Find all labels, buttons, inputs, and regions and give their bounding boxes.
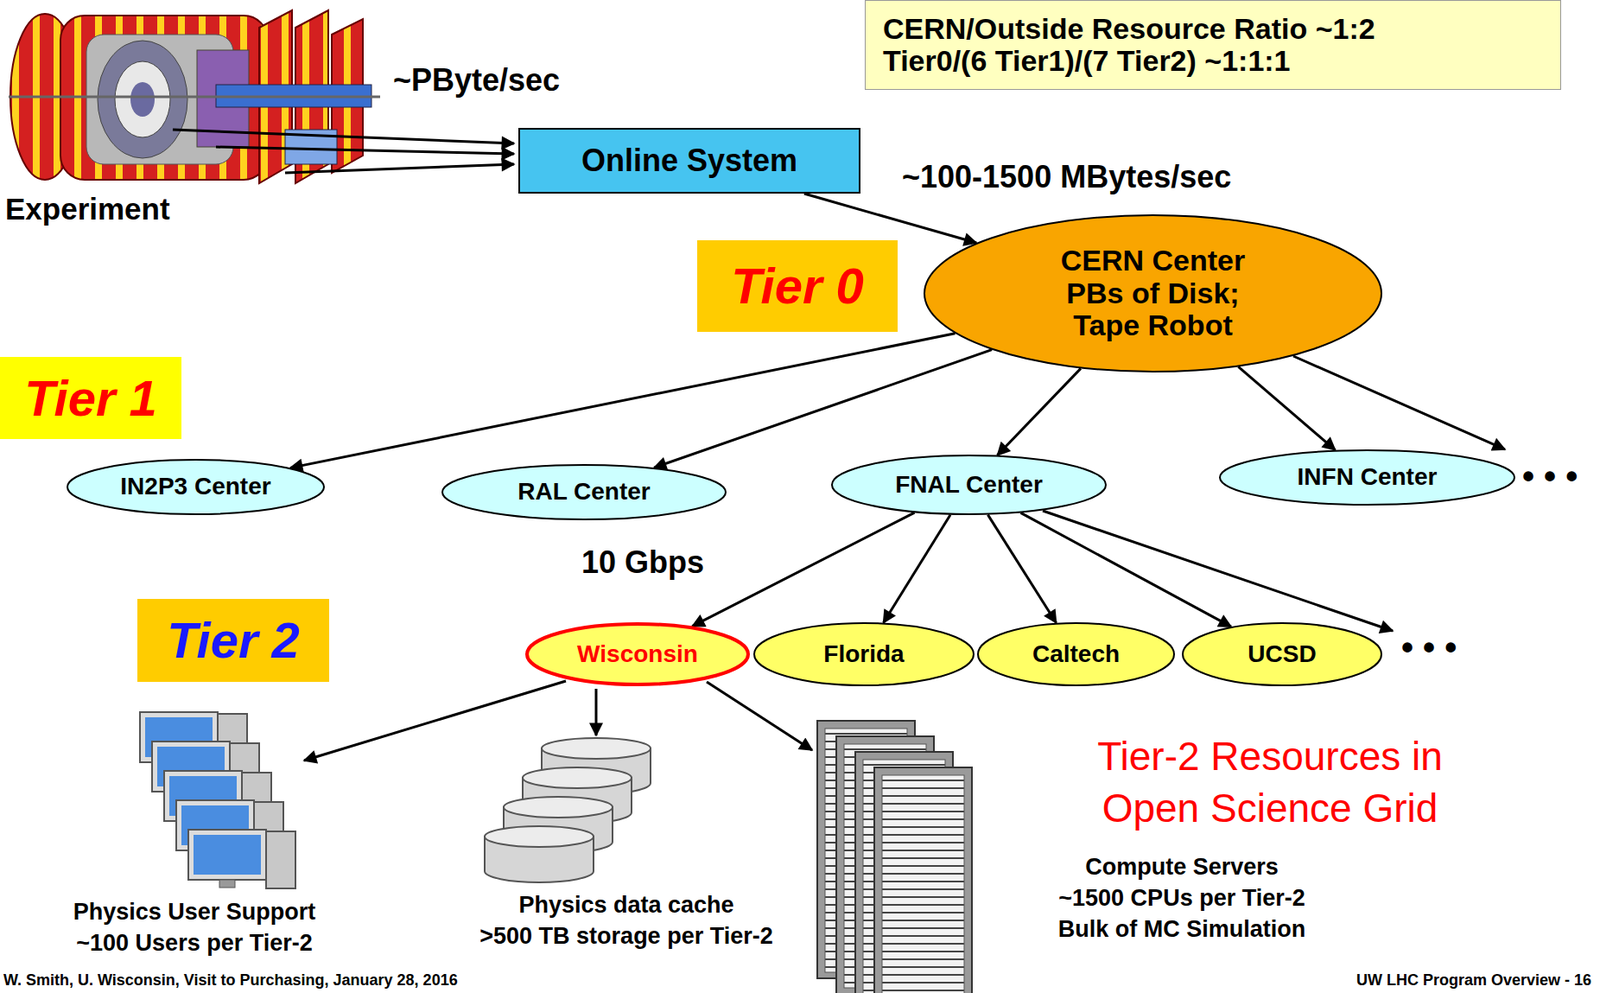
- connector-arrow: [883, 514, 951, 623]
- illustration-part: [188, 829, 296, 889]
- rate-label: ~PByte/sec: [393, 62, 560, 98]
- connector-arrow: [290, 333, 956, 469]
- illustration-part: [706, 681, 813, 750]
- tier2-center: Wisconsin: [525, 622, 750, 686]
- ellipsis-mark: • • •: [1401, 627, 1457, 667]
- ellipse-shape: [831, 455, 1106, 515]
- connector-arrow: [996, 368, 1081, 455]
- ellipse-shape: [977, 622, 1175, 686]
- edge-label: ~100-1500 MBytes/sec: [898, 158, 1235, 195]
- resource-caption: >500 TB storage per Tier-2: [479, 922, 773, 950]
- tier0-center: CERN Center PBs of Disk; Tape Robot: [923, 214, 1383, 373]
- node-text: FNAL Center: [895, 471, 1043, 499]
- disk-storage: [484, 737, 651, 883]
- illustration-part: [8, 95, 381, 99]
- illustration-caption: Experiment: [5, 191, 171, 227]
- node-text: INFN Center: [1297, 463, 1438, 491]
- node-text: RAL Center: [517, 478, 651, 506]
- resource-caption: Bulk of MC Simulation: [1058, 915, 1307, 943]
- node-text: UCSD: [1247, 641, 1316, 668]
- resource-caption: Compute Servers: [1085, 853, 1279, 881]
- node-text: Online System: [581, 143, 798, 178]
- illustration-part: [114, 61, 171, 138]
- illustration-part: [304, 680, 566, 761]
- node-text: Tier 1: [24, 370, 158, 426]
- ellipse-shape: [1219, 450, 1515, 505]
- connector-arrow: [653, 349, 992, 469]
- footer-text: W. Smith, U. Wisconsin, Visit to Purchas…: [3, 971, 458, 990]
- node-text: IN2P3 Center: [120, 473, 271, 501]
- node-text: Tier0/(6 Tier1)/(7 Tier2) ~1:1:1: [882, 44, 1291, 77]
- ellipse-shape: [1182, 622, 1382, 686]
- illustration-part: [130, 82, 155, 117]
- node-text: CERN Center PBs of Disk; Tape Robot: [1049, 244, 1258, 342]
- node-text: Tier 0: [730, 258, 864, 314]
- ellipse-shape: [754, 622, 974, 686]
- node-text: CERN/Outside Resource Ratio ~1:2: [882, 12, 1376, 45]
- node-text: Caltech: [1032, 641, 1120, 668]
- tier1-center: RAL Center: [441, 463, 727, 521]
- ellipse-shape: [67, 459, 324, 515]
- server-racks: [817, 720, 972, 993]
- resource-caption: Physics data cache: [518, 891, 734, 919]
- footer-text: UW LHC Program Overview - 16: [1356, 971, 1592, 990]
- tier-label-box: Tier 2: [137, 598, 330, 682]
- resource-caption: ~1500 CPUs per Tier-2: [1058, 884, 1305, 912]
- node-text: Wisconsin: [577, 641, 699, 668]
- node-text: Florida: [823, 641, 904, 668]
- connector-arrow: [804, 193, 977, 243]
- illustration-part: [484, 825, 594, 883]
- illustration-part: [215, 146, 515, 154]
- connector-arrow: [1020, 512, 1232, 627]
- tier-label-box: Tier 1: [0, 356, 182, 439]
- detector-illustration: [8, 10, 381, 184]
- tier2-center: Caltech: [977, 622, 1175, 686]
- tier1-center: INFN Center: [1219, 449, 1516, 506]
- node-text: Tier 2: [166, 612, 300, 668]
- summary-box: CERN/Outside Resource Ratio ~1:2Tier0/(6…: [864, 0, 1562, 90]
- user-workstations: [139, 711, 296, 889]
- illustration-part: [874, 767, 972, 993]
- illustration-part: [1293, 355, 1505, 450]
- grid-note: Tier-2 Resources in Open Science Grid: [1062, 730, 1478, 835]
- illustration-part: [97, 40, 188, 159]
- connector-arrow: [1238, 366, 1335, 450]
- process-box: Online System: [518, 127, 861, 194]
- connector-arrow: [987, 514, 1056, 623]
- illustration-part: [172, 129, 515, 144]
- ellipse-shape: [442, 464, 726, 520]
- illustration-part: [1042, 510, 1393, 631]
- tier2-center: UCSD: [1181, 622, 1383, 686]
- tier1-center: FNAL Center: [831, 454, 1107, 515]
- connector-arrow: [692, 512, 915, 627]
- resource-caption: ~100 Users per Tier-2: [76, 929, 312, 957]
- illustration-part: [285, 164, 515, 173]
- tier-label-box: Tier 0: [697, 240, 898, 332]
- illustration-part: [595, 688, 598, 736]
- tier2-center: Florida: [753, 622, 975, 686]
- tier1-center: IN2P3 Center: [66, 458, 325, 515]
- data-flow-arrows: [172, 129, 1505, 761]
- ellipsis-mark: • • •: [1522, 456, 1578, 496]
- ellipse-shape: [526, 623, 749, 685]
- ellipse-shape: [924, 215, 1382, 372]
- resource-caption: Physics User Support: [73, 898, 317, 926]
- edge-label: 10 Gbps: [577, 544, 708, 580]
